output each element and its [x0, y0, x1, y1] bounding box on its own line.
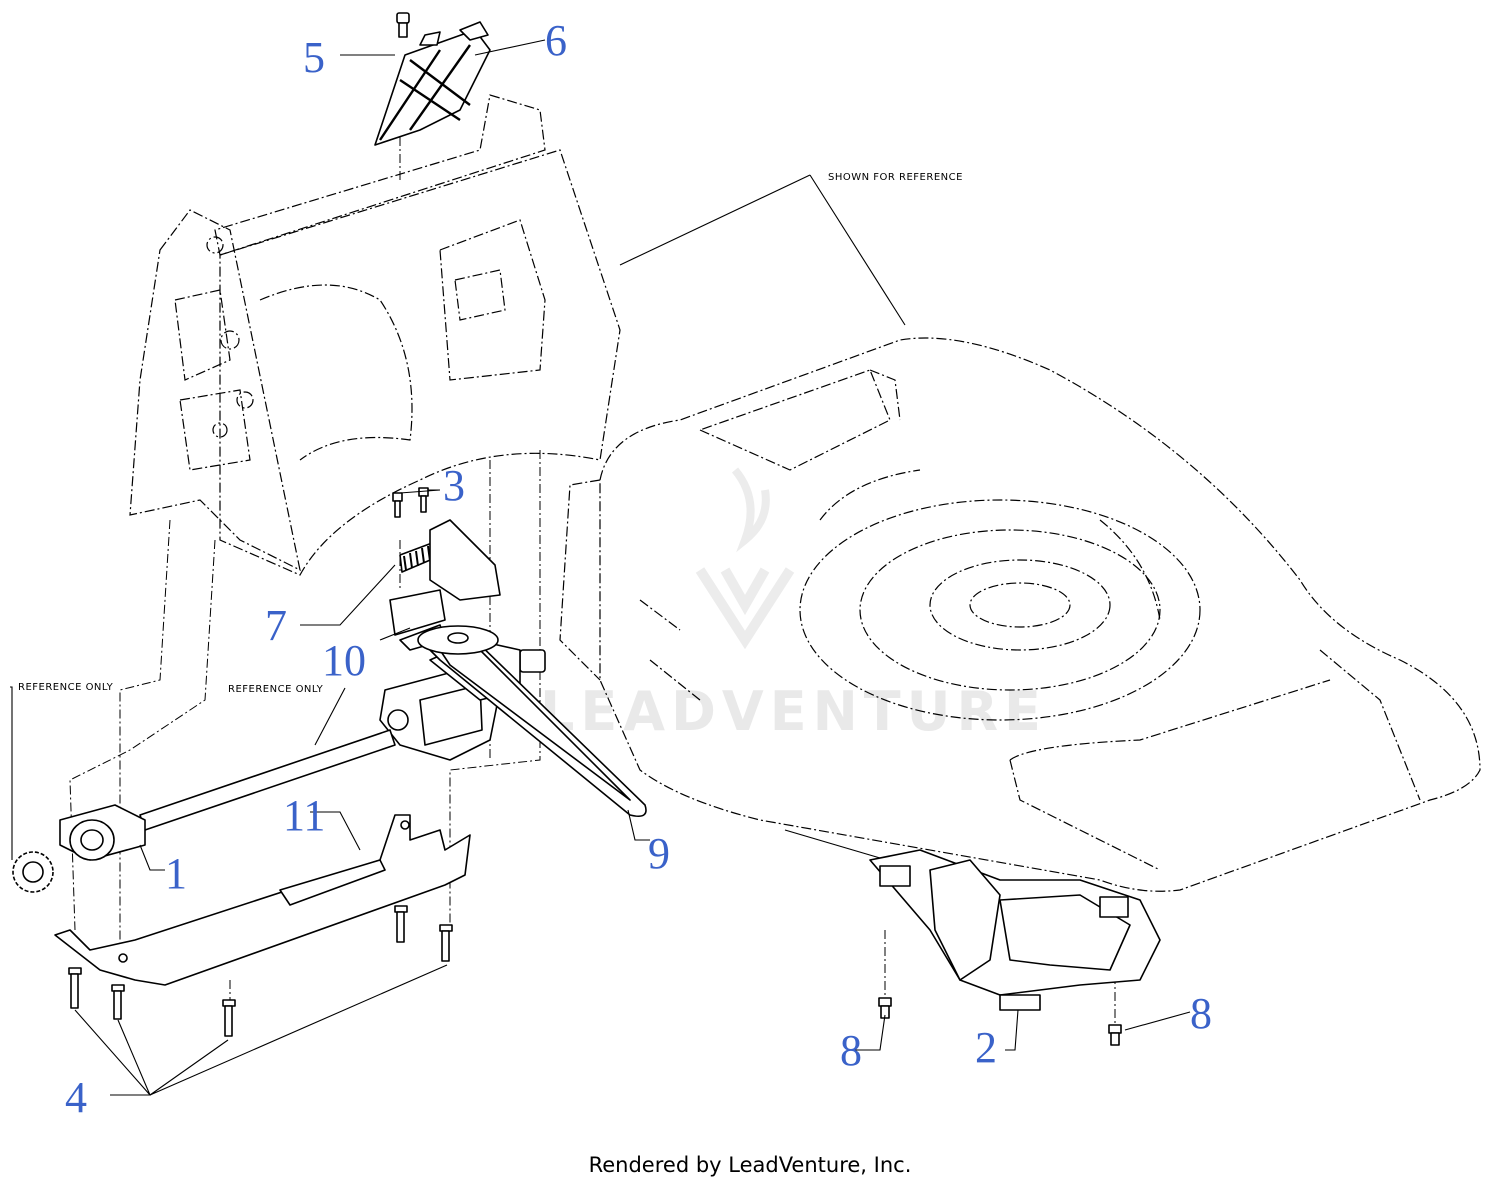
note-reference-only-center: REFERENCE ONLY — [228, 684, 324, 695]
mower-deck-reference — [559, 337, 1481, 892]
watermark: LEADVENTURE — [540, 467, 1047, 743]
callout-9: 9 — [648, 829, 670, 878]
leader-lines — [10, 39, 1191, 1096]
pinion-gear-reference — [12, 851, 54, 893]
rear-housing-reference — [129, 94, 621, 576]
footer-credit: Rendered by LeadVenture, Inc. — [589, 1153, 912, 1177]
part-3-screws — [392, 487, 429, 518]
callout-7: 7 — [265, 601, 287, 650]
part-11-shield — [54, 814, 471, 986]
note-reference-only-left: REFERENCE ONLY — [18, 682, 114, 693]
callout-3: 3 — [443, 461, 465, 510]
callout-8-right: 8 — [1190, 989, 1212, 1038]
watermark-text: LEADVENTURE — [540, 680, 1047, 743]
callout-5: 5 — [303, 33, 325, 82]
part-1-bushing — [59, 804, 146, 861]
note-shown-for-reference: SHOWN FOR REFERENCE — [828, 172, 963, 183]
part-4-bolts — [68, 905, 453, 1037]
part-6-cover — [374, 21, 491, 146]
part-8-screws — [878, 997, 1122, 1046]
callout-8-left: 8 — [840, 1026, 862, 1075]
callout-2: 2 — [975, 1023, 997, 1072]
callout-6: 6 — [545, 16, 567, 65]
callout-11: 11 — [283, 791, 325, 840]
callout-10: 10 — [322, 636, 366, 685]
part-2-discharge-chute — [869, 849, 1161, 1011]
part-9-belt — [417, 625, 647, 818]
part-5-screw — [396, 12, 410, 38]
callout-4: 4 — [65, 1073, 87, 1122]
callout-1: 1 — [165, 849, 187, 898]
drive-shaft-reference — [139, 729, 396, 831]
